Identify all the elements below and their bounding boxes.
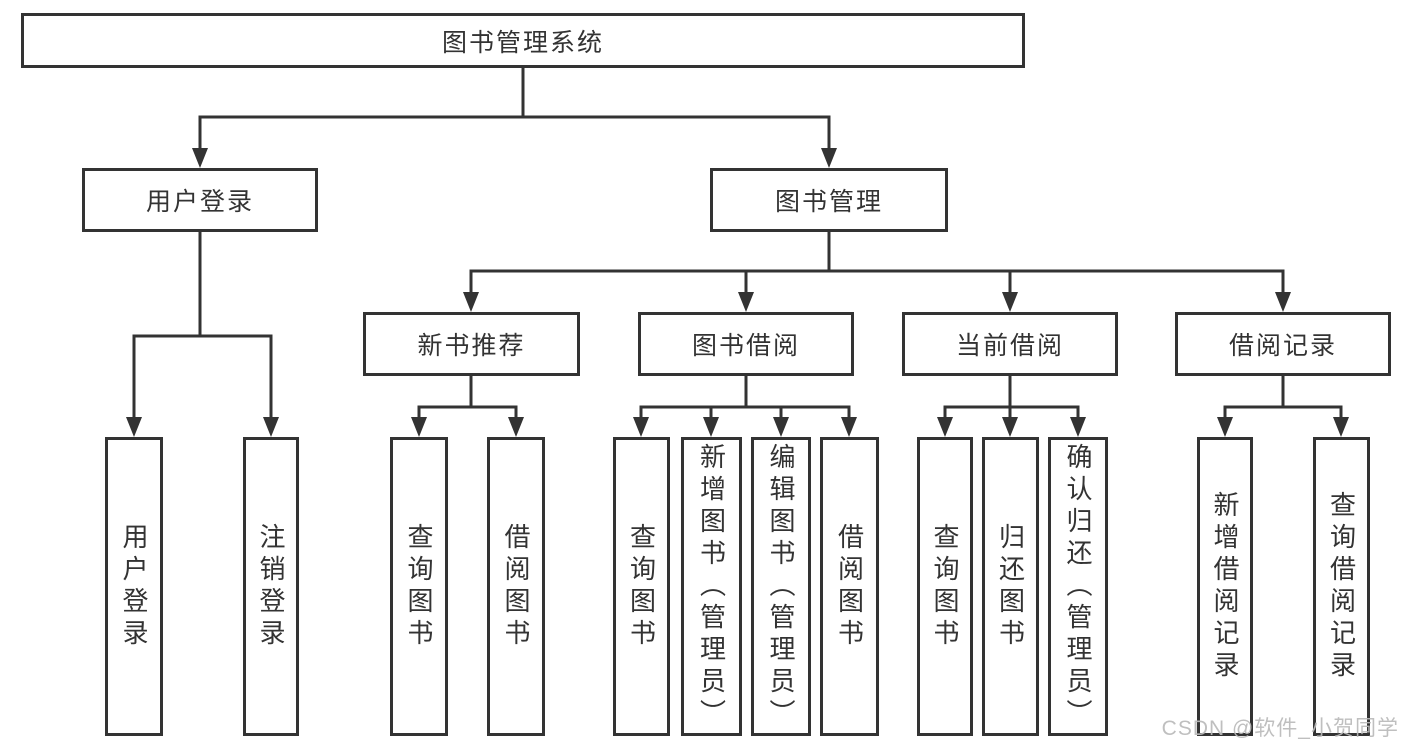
node-label: 查询图书 <box>404 522 434 651</box>
leaf-query-books-borrow: 查询图书 <box>613 437 670 736</box>
csdn-watermark: CSDN @软件_小贺同学 <box>1161 717 1399 740</box>
node-label: 图书管理系统 <box>441 28 604 57</box>
node-label: 新书推荐 <box>417 332 526 360</box>
node-current-borrow: 当前借阅 <box>902 312 1118 376</box>
node-book-management: 图书管理 <box>710 168 948 232</box>
leaf-logout-login: 注销登录 <box>243 437 299 736</box>
node-label: 借阅图书 <box>501 522 531 651</box>
node-label: 借阅图书 <box>834 522 865 651</box>
leaf-query-borrow-record: 查询借阅记录 <box>1313 437 1370 736</box>
leaf-return-book: 归还图书 <box>982 437 1039 736</box>
node-label: 新增借阅记录 <box>1210 490 1240 683</box>
leaf-query-books-recommend: 查询图书 <box>390 437 448 736</box>
node-root: 图书管理系统 <box>21 13 1025 68</box>
node-label: 注销登录 <box>256 522 286 651</box>
node-book-borrow: 图书借阅 <box>638 312 854 376</box>
leaf-borrow-books-recommend: 借阅图书 <box>487 437 545 736</box>
leaf-add-book-admin: 新增图书（管理员） <box>681 437 742 736</box>
node-label: 借阅记录 <box>1228 332 1337 360</box>
node-label: 查询借阅记录 <box>1326 490 1357 683</box>
node-label: 编辑图书（管理员） <box>766 442 796 731</box>
node-borrow-records: 借阅记录 <box>1175 312 1391 376</box>
node-label: 查询图书 <box>930 522 960 651</box>
node-label: 确认归还（管理员） <box>1063 442 1093 731</box>
node-label: 图书管理 <box>774 188 883 216</box>
node-label: 用户登录 <box>145 188 254 216</box>
leaf-user-login: 用户登录 <box>105 437 163 736</box>
node-label: 图书借阅 <box>691 332 800 360</box>
leaf-add-borrow-record: 新增借阅记录 <box>1197 437 1253 736</box>
leaf-edit-book-admin: 编辑图书（管理员） <box>751 437 811 736</box>
node-user-login-branch: 用户登录 <box>82 168 318 232</box>
node-label: 归还图书 <box>995 522 1026 651</box>
node-label: 新增图书（管理员） <box>696 442 727 731</box>
leaf-borrow-books-2: 借阅图书 <box>820 437 879 736</box>
arrowheads <box>126 148 1349 437</box>
node-new-book-recommend: 新书推荐 <box>363 312 580 376</box>
leaf-confirm-return-admin: 确认归还（管理员） <box>1048 437 1108 736</box>
node-label: 当前借阅 <box>955 332 1064 360</box>
node-label: 用户登录 <box>119 522 149 651</box>
node-label: 查询图书 <box>626 522 657 651</box>
leaf-query-books-current: 查询图书 <box>917 437 973 736</box>
